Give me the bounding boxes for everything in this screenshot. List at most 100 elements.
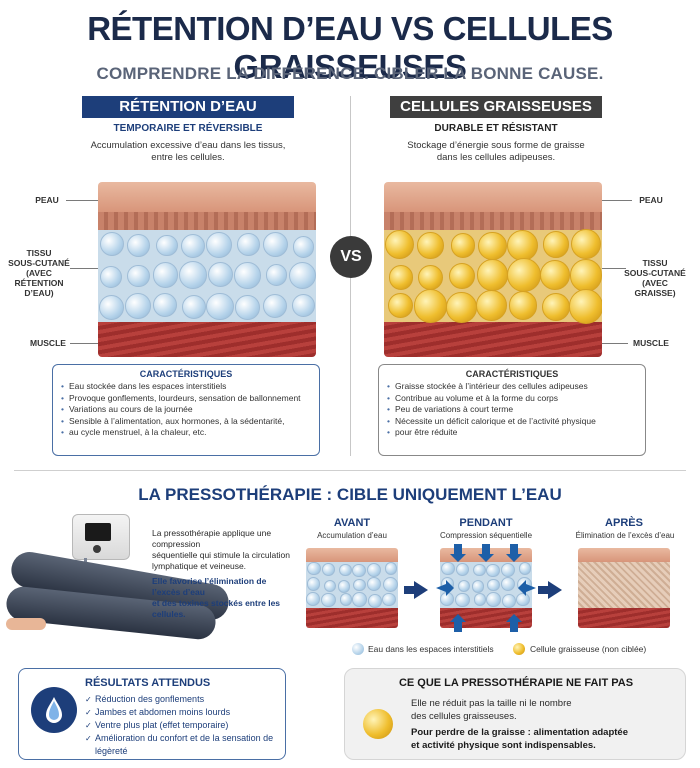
results-list: Réduction des gonflements Jambes et abdo… <box>85 693 285 758</box>
label-skin-right: PEAU <box>639 195 663 205</box>
results-title: RÉSULTATS ATTENDUS <box>85 677 211 689</box>
list-item: Variations au cours de la journée <box>61 404 311 416</box>
water-cell <box>501 577 516 592</box>
legend-water: Eau dans les espaces interstitiels <box>368 644 494 654</box>
stage-after-tissue <box>578 548 670 628</box>
list-item: Réduction des gonflements <box>85 693 285 706</box>
water-cell <box>486 592 501 607</box>
fat-cell <box>569 259 602 292</box>
fat-cell <box>476 259 508 291</box>
fat-cells-characteristics: CARACTÉRISTIQUES Graisse stockée à l’int… <box>378 364 646 456</box>
water-cell <box>262 293 288 319</box>
label-muscle-right: MUSCLE <box>633 338 669 348</box>
stage-before-label: AVANT <box>333 517 371 529</box>
stage-before-tissue <box>306 548 398 628</box>
list-item: Provoque gonflements, lourdeurs, sensati… <box>61 393 311 405</box>
water-cell <box>472 580 485 593</box>
stage-after-label: APRÈS <box>605 517 643 529</box>
water-cell <box>127 233 151 257</box>
water-drop-icon <box>352 643 364 655</box>
vs-badge: VS <box>330 236 372 278</box>
list-item-continuation: au cycle menstruel, à la chaleur, etc. <box>61 427 311 439</box>
water-cell <box>234 262 261 289</box>
water-cell <box>99 231 125 257</box>
tick-skin-right <box>602 200 632 201</box>
water-cell <box>458 580 471 593</box>
fat-cell <box>450 233 476 258</box>
fat-cell-icon <box>513 643 525 655</box>
water-cell <box>321 592 336 608</box>
dermis-layer <box>384 212 602 230</box>
water-retention-tissue-illustration <box>98 182 316 357</box>
not-doing-text: Elle ne réduit pas la taille ni le nombr… <box>411 698 628 751</box>
fat-cells-heading: CELLULES GRAISSEUSES <box>390 96 602 118</box>
what-pressotherapy-does-not-do-box: CE QUE LA PRESSOTHÉRAPIE NE FAIT PAS Ell… <box>344 668 686 760</box>
water-cell <box>262 231 288 257</box>
list-item: Sensible à l’alimentation, aux hormones,… <box>61 416 311 428</box>
skin-layer <box>384 182 602 212</box>
water-retention-characteristics: CARACTÉRISTIQUES Eau stockée dans les es… <box>52 364 320 456</box>
legend-fat: Cellule graisseuse (non ciblée) <box>530 644 647 654</box>
water-cell <box>288 261 316 289</box>
water-cell <box>441 561 455 576</box>
list-item: Jambes et abdomen moins lourds <box>85 706 285 719</box>
characteristics-list: Eau stockée dans les espaces interstitie… <box>61 381 311 439</box>
list-item: Amélioration du confort et de la sensati… <box>85 732 285 758</box>
water-cell <box>518 562 532 575</box>
fat-cells-tagline: DURABLE ET RÉSISTANT <box>434 123 558 134</box>
water-cell <box>181 295 206 320</box>
fat-cell <box>417 232 444 259</box>
not-doing-title: CE QUE LA PRESSOTHÉRAPIE NE FAIT PAS <box>398 677 634 689</box>
water-cell <box>98 294 124 321</box>
page-title: RÉTENTION D’EAU VS CELLULES GRAISSEUSES <box>87 10 613 85</box>
water-cell <box>179 261 208 290</box>
fat-cell <box>417 264 444 290</box>
water-retention-description: Accumulation excessive d’eau dans les ti… <box>90 140 286 163</box>
water-cell <box>265 264 288 287</box>
list-item: Nécessite un déficit calorique et de l’a… <box>387 416 637 428</box>
fat-cells-description: Stockage d’énergie sous forme de graisse… <box>407 140 585 163</box>
tick-skin-left <box>66 200 98 201</box>
water-cell <box>180 234 205 259</box>
section-divider <box>14 470 686 471</box>
device-knob <box>93 545 101 553</box>
skin-layer <box>98 182 316 212</box>
label-tissue-right: TISSU SOUS-CUTANÉ (AVEC GRAISSE) <box>624 258 686 298</box>
list-item: Graisse stockée à l’intérieur des cellul… <box>387 381 637 393</box>
water-cell <box>366 562 381 577</box>
tick-tissue-right <box>602 268 626 269</box>
drained-tissue <box>578 562 670 608</box>
water-cell <box>456 563 470 577</box>
fat-cell-icon <box>363 709 393 739</box>
tick-tissue-left <box>70 268 98 269</box>
water-cell <box>500 562 515 577</box>
water-cell <box>100 266 123 289</box>
water-cell <box>384 562 398 575</box>
water-cell <box>486 563 500 578</box>
fat-cell <box>539 260 570 290</box>
water-cell <box>207 262 233 288</box>
stage-after-sub: Élimination de l’excès d’eau <box>575 531 675 540</box>
water-cell <box>206 232 233 259</box>
water-cell <box>152 262 179 288</box>
page-subtitle: COMPRENDRE LA DIFFÉRENCE. CIBLER LA BONN… <box>96 64 604 83</box>
fat-cell <box>476 290 508 322</box>
characteristics-title: CARACTÉRISTIQUES <box>465 369 559 379</box>
compression-arrows-icon <box>436 544 536 632</box>
list-item-continuation: pour être réduite <box>387 427 637 439</box>
subcutaneous-water-layer <box>98 230 316 322</box>
stage-before-sub: Accumulation d’eau <box>317 531 387 540</box>
label-muscle-left: MUSCLE <box>30 338 66 348</box>
fat-cell <box>568 289 602 324</box>
water-cell <box>306 592 320 607</box>
fat-cell <box>506 257 542 293</box>
fat-cell <box>388 265 414 290</box>
list-item: Contribue au volume et à la forme du cor… <box>387 393 637 405</box>
water-cell <box>382 576 398 592</box>
water-cell <box>501 594 516 608</box>
water-retention-heading: RÉTENTION D’EAU <box>82 96 294 118</box>
tick-muscle-left <box>70 343 98 344</box>
water-cell <box>455 592 470 608</box>
device-console <box>72 514 130 560</box>
water-cell <box>124 292 151 319</box>
